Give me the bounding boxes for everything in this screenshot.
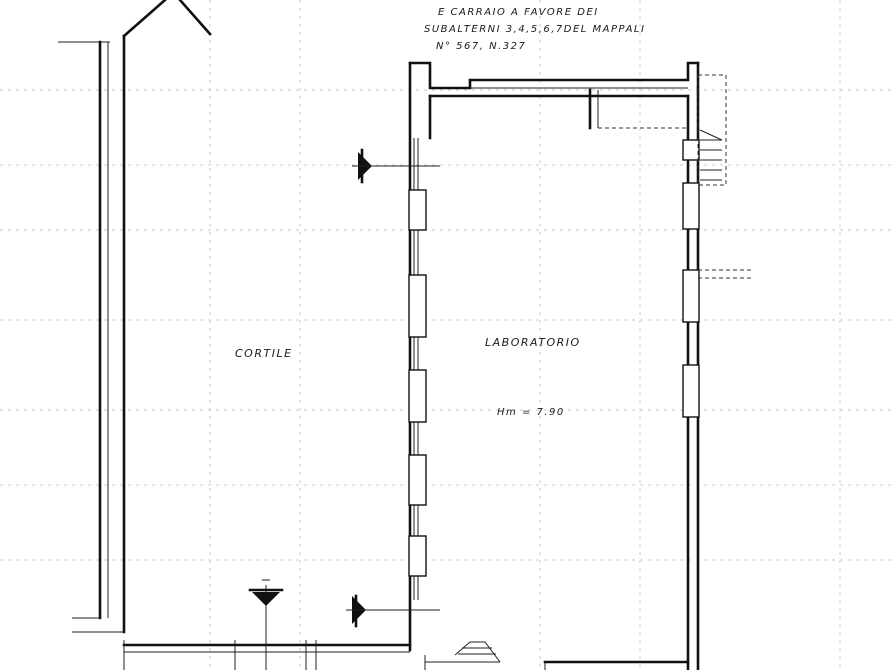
left-wall-windows — [408, 189, 427, 577]
laboratory-walls — [408, 61, 700, 670]
access-note-line2: SUBALTERNI 3,4,5,6,7DEL MAPPALI — [424, 24, 645, 35]
courtyard-boundary — [72, 34, 412, 670]
staircase-bottom — [454, 641, 501, 663]
access-note-line3: N° 567, N.327 — [436, 41, 526, 52]
access-note-line1: E CARRAIO A FAVORE DEI — [438, 7, 599, 18]
room-label-courtyard: CORTILE — [235, 347, 293, 360]
section-marker-vertical — [248, 579, 284, 670]
staircase-top-right — [697, 74, 752, 279]
room-label-laboratory: LABORATORIO — [485, 336, 581, 349]
right-wall-windows — [682, 139, 700, 418]
roof-outline — [58, 0, 212, 43]
room-height-label: Hm = 7.90 — [497, 407, 565, 418]
section-marker-bottom — [346, 594, 440, 628]
section-marker-top — [352, 148, 440, 184]
